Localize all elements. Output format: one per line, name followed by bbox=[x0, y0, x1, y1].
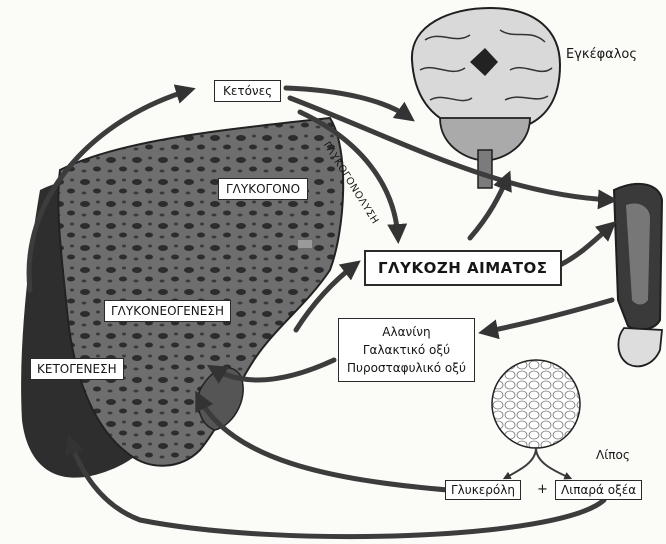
lactate-label: Γαλακτικό οξύ bbox=[347, 341, 466, 359]
ketogenesis-label: ΚΕΤΟΓΕΝΕΣΗ bbox=[30, 358, 124, 380]
fat-label: Λίπος bbox=[596, 448, 630, 462]
gluconeogenesis-label: ΓΛΥΚΟΝΕΟΓΕΝΕΣΗ bbox=[104, 300, 231, 322]
arrow-muscle-to-substrates bbox=[484, 300, 612, 332]
ketones-label: Κετόνες bbox=[214, 80, 281, 102]
fat-split-to-fatty-acids bbox=[536, 448, 570, 478]
glycogen-label: ΓΛΥΚΟΓΟΝΟ bbox=[218, 178, 308, 200]
alanine-label: Αλανίνη bbox=[347, 323, 466, 341]
glycerol-label: Γλυκερόλη bbox=[445, 480, 521, 500]
pyruvate-label: Πυροσταφυλικό οξύ bbox=[347, 359, 466, 377]
hand bbox=[618, 328, 662, 366]
liver-signature bbox=[298, 240, 312, 248]
blood-glucose-label: ΓΛΥΚΟΖΗ ΑΙΜΑΤΟΣ bbox=[364, 250, 562, 286]
fat-tissue-illustration bbox=[492, 360, 580, 448]
plus-sign: + bbox=[537, 482, 548, 497]
arrow-blood-to-muscle bbox=[560, 225, 612, 265]
fat-split-to-glycerol bbox=[505, 448, 536, 478]
fatty-acids-label: Λιπαρά οξέα bbox=[555, 480, 642, 500]
liver-illustration bbox=[21, 118, 343, 478]
muscle-illustration bbox=[614, 184, 662, 366]
brain-label: Εγκέφαλος bbox=[566, 47, 637, 62]
brain-illustration bbox=[412, 8, 560, 188]
substrates-box: Αλανίνη Γαλακτικό οξύ Πυροσταφυλικό οξύ bbox=[338, 318, 475, 382]
brainstem bbox=[478, 150, 492, 188]
